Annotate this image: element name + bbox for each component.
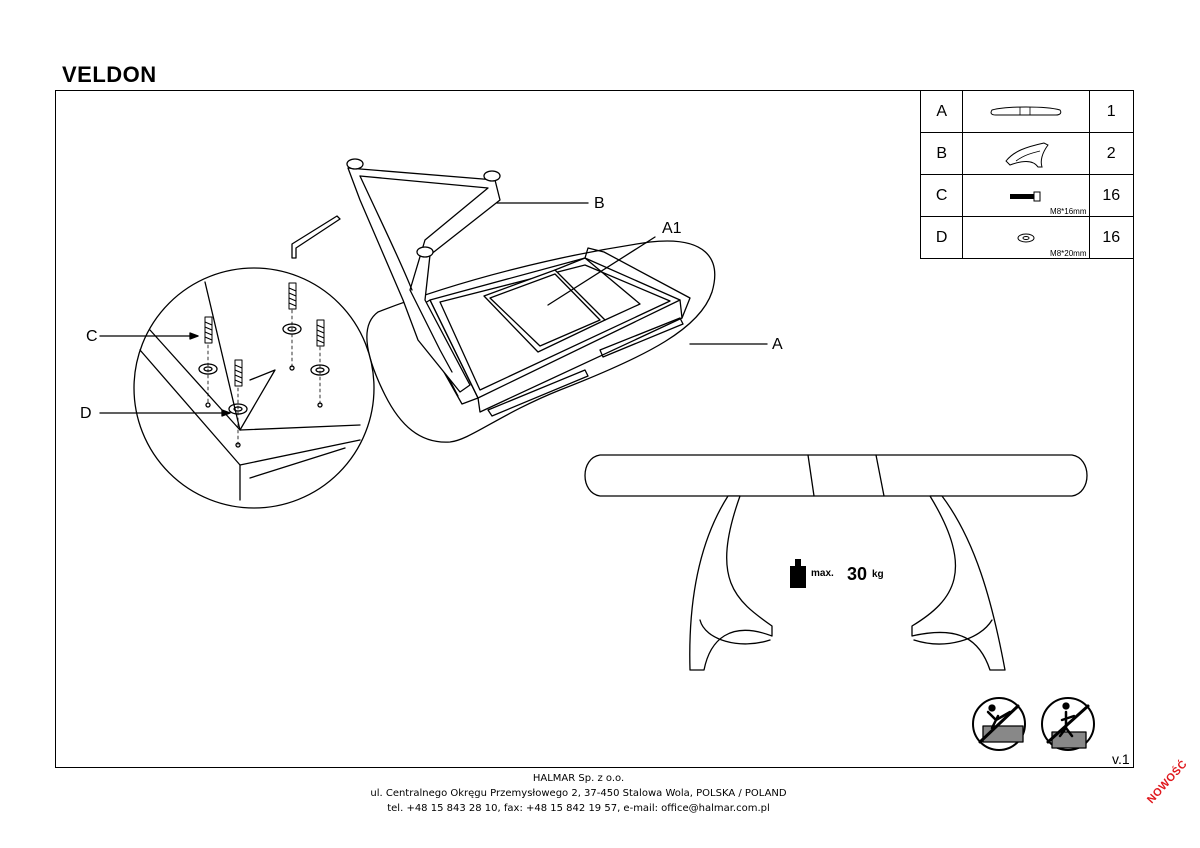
leg-icon — [1005, 141, 1049, 167]
callout-a: A — [772, 336, 783, 353]
max-load-unit: kg — [872, 569, 884, 580]
no-standing-on-table-icon — [972, 697, 1026, 751]
part-letter: C — [919, 174, 964, 217]
part-picture — [962, 90, 1090, 133]
part-picture: M8*20mm — [962, 216, 1090, 259]
callout-a1: A1 — [662, 220, 682, 237]
leg-drawing — [346, 158, 501, 393]
footer-contact: tel. +48 15 843 28 10, fax: +48 15 842 1… — [387, 803, 770, 814]
part-quantity: 2 — [1088, 132, 1134, 175]
bolt-icon — [1009, 191, 1041, 201]
tabletop-icon — [990, 106, 1062, 115]
parts-row: D M8*20mm 16 — [919, 216, 1134, 259]
parts-row: C M8*16mm 16 — [919, 174, 1134, 217]
parts-table: A 1 B 2 C M8*16mm 16 — [919, 90, 1134, 259]
version-label: v.1 — [1112, 751, 1130, 767]
max-load-label: max. — [811, 568, 834, 579]
part-letter: A — [919, 90, 964, 133]
max-load-value: 30 — [847, 564, 868, 584]
washer-icon — [1017, 233, 1035, 242]
parts-row: A 1 — [919, 90, 1134, 133]
part-letter: D — [919, 216, 964, 259]
part-spec: M8*16mm — [1050, 207, 1087, 216]
callout-d: D — [80, 405, 92, 422]
part-quantity: 1 — [1088, 90, 1134, 133]
footer-company: HALMAR Sp. z o.o. — [532, 773, 625, 784]
part-picture — [962, 132, 1090, 175]
callout-c: C — [86, 328, 98, 345]
part-letter: B — [919, 132, 964, 175]
part-picture: M8*16mm — [962, 174, 1090, 217]
page-title: VELDON — [62, 62, 157, 87]
parts-row: B 2 — [919, 132, 1134, 175]
callout-b: B — [594, 195, 605, 212]
part-quantity: 16 — [1088, 216, 1134, 259]
footer: HALMAR Sp. z o.o. ul. Centralnego Okręgu… — [0, 771, 1157, 816]
tabletop-underside — [366, 240, 716, 443]
assembled-table — [584, 454, 1088, 671]
no-sitting-on-table-icon — [1041, 697, 1095, 751]
part-quantity: 16 — [1088, 174, 1134, 217]
detail-circle — [133, 267, 375, 509]
footer-address: ul. Centralnego Okręgu Przemysłowego 2, … — [370, 788, 787, 799]
allen-key-icon — [291, 215, 341, 259]
weight-icon — [790, 559, 806, 588]
part-spec: M8*20mm — [1050, 249, 1087, 258]
drawing-frame — [55, 90, 1134, 768]
